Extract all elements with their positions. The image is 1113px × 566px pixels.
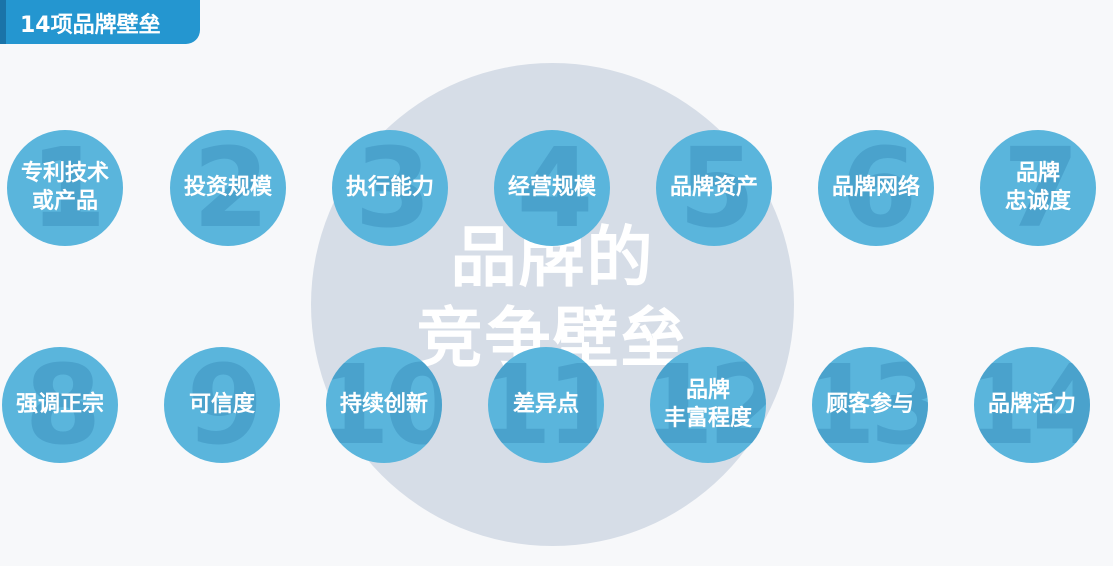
title-tab: 14项品牌壁垒	[0, 0, 200, 44]
node-label: 品牌资产	[669, 175, 758, 200]
node-number: 5	[678, 130, 756, 246]
node-label: 差异点	[512, 392, 579, 417]
node-number: 4	[516, 130, 594, 246]
node-label: 品牌 丰富程度	[663, 378, 752, 431]
node-label: 强调正宗	[15, 392, 104, 417]
barrier-node-1: 1 专利技术 或产品	[7, 130, 123, 246]
node-number: 1	[29, 130, 107, 246]
node-number: 2	[192, 130, 270, 246]
node-label: 执行能力	[345, 175, 434, 200]
node-number: 8	[24, 347, 102, 463]
barrier-node-7: 7 品牌 忠诚度	[980, 130, 1096, 246]
barrier-node-13: 13 顾客参与	[812, 347, 928, 463]
node-number: 13	[812, 347, 928, 463]
node-number: 14	[974, 347, 1090, 463]
barrier-node-12: 12 品牌 丰富程度	[650, 347, 766, 463]
node-label: 持续创新	[339, 392, 428, 417]
barrier-node-10: 10 持续创新	[326, 347, 442, 463]
node-label: 投资规模	[183, 175, 272, 200]
node-label: 品牌网络	[831, 175, 920, 200]
barrier-node-4: 4 经营规模	[494, 130, 610, 246]
node-label: 经营规模	[507, 175, 596, 200]
node-number: 12	[650, 347, 766, 463]
node-number: 11	[488, 347, 604, 463]
barrier-node-9: 9 可信度	[164, 347, 280, 463]
barrier-node-3: 3 执行能力	[332, 130, 448, 246]
node-number: 9	[186, 347, 264, 463]
node-label: 顾客参与	[825, 392, 914, 417]
node-label: 品牌活力	[987, 392, 1076, 417]
barrier-node-11: 11 差异点	[488, 347, 604, 463]
barrier-node-2: 2 投资规模	[170, 130, 286, 246]
node-label: 品牌 忠诚度	[1004, 161, 1071, 214]
node-number: 6	[840, 130, 918, 246]
node-label: 专利技术 或产品	[20, 161, 109, 214]
page-title: 14项品牌壁垒	[20, 13, 161, 38]
barrier-node-5: 5 品牌资产	[656, 130, 772, 246]
barrier-node-8: 8 强调正宗	[2, 347, 118, 463]
node-number: 10	[326, 347, 442, 463]
node-number: 3	[354, 130, 432, 246]
barrier-node-6: 6 品牌网络	[818, 130, 934, 246]
barrier-node-14: 14 品牌活力	[974, 347, 1090, 463]
node-label: 可信度	[188, 392, 255, 417]
node-number: 7	[1002, 130, 1080, 246]
